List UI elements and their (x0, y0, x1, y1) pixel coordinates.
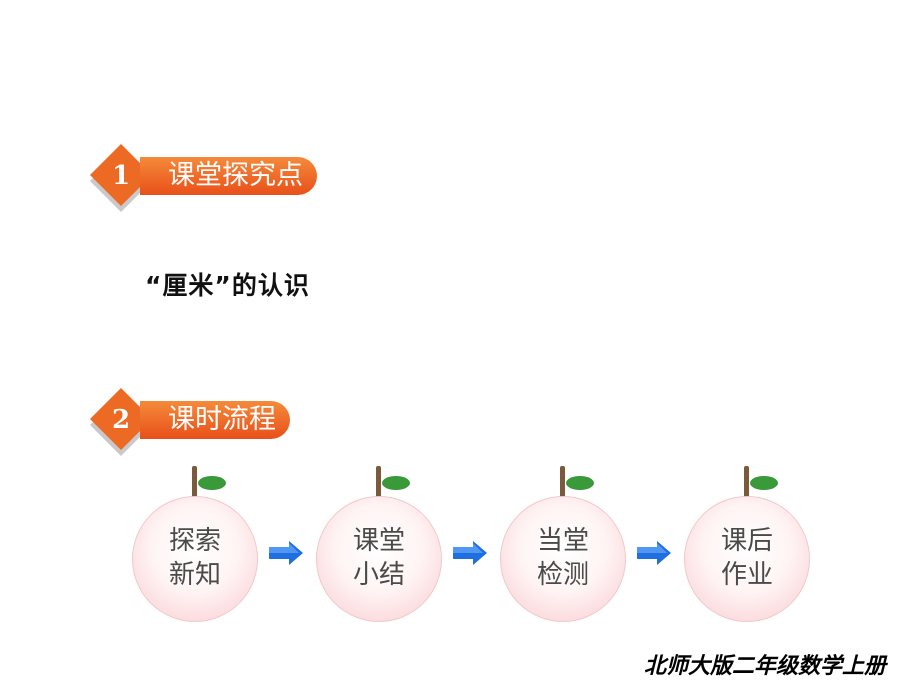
flow-step-label: 探索 新知 (168, 526, 221, 590)
fruit-circle (316, 496, 442, 622)
diamond-badge: 2 (86, 388, 156, 458)
flow-step-label: 课后 作业 (720, 526, 773, 590)
arrow-right-icon (637, 541, 671, 565)
fruit-circle (500, 496, 626, 622)
arrow-right-icon (269, 541, 303, 565)
stem (560, 466, 565, 498)
footer-textbook-name: 北师大版二年级数学上册 (643, 654, 886, 679)
flow-step-test: 当堂 检测 (500, 462, 626, 622)
leaf-icon (198, 476, 226, 490)
leaf-icon (750, 476, 778, 490)
flow-step-label: 课堂 小结 (352, 526, 405, 590)
section-header-2: 2 课时流程 (86, 388, 386, 458)
topic-text: “厘米”的认识 (145, 271, 310, 300)
leaf-icon (566, 476, 594, 490)
stem (192, 466, 197, 498)
section-number: 2 (111, 405, 131, 435)
flow-step-homework: 课后 作业 (684, 462, 810, 622)
stem (744, 466, 749, 498)
flow-step-explore: 探索 新知 (132, 462, 258, 622)
section-title: 课时流程 (140, 401, 290, 439)
fruit-circle (132, 496, 258, 622)
section-header-1: 1 课堂探究点 (86, 144, 386, 214)
section-title: 课堂探究点 (140, 157, 317, 195)
section-number: 1 (111, 161, 131, 191)
flow-step-label: 当堂 检测 (536, 526, 589, 590)
diamond-badge: 1 (86, 144, 156, 214)
leaf-icon (382, 476, 410, 490)
arrow-right-icon (453, 541, 487, 565)
stem (376, 466, 381, 498)
flow-step-summary: 课堂 小结 (316, 462, 442, 622)
fruit-circle (684, 496, 810, 622)
